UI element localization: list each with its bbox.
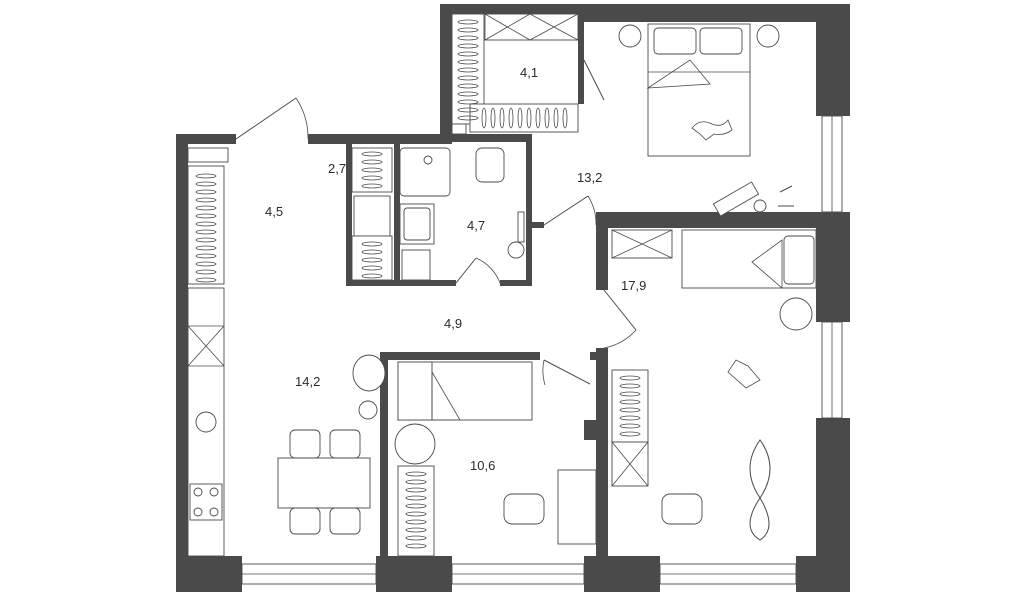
shelf-marker (481, 107, 487, 129)
area-label-bathroom: 4,7 (467, 218, 485, 233)
shelf-marker (457, 19, 479, 25)
shelf-marker (499, 107, 505, 129)
shelf-marker (457, 107, 479, 113)
shelf-marker (405, 543, 427, 549)
shelf-marker (195, 269, 217, 275)
shelf-marker (405, 471, 427, 477)
shelf-marker (361, 249, 383, 255)
shelf-marker (195, 253, 217, 259)
shelf-marker (490, 107, 496, 129)
doors (235, 59, 637, 386)
shelf-marker (361, 273, 383, 279)
shelf-marker (361, 151, 383, 157)
shelf-marker (457, 115, 479, 121)
shelf-marker (457, 59, 479, 65)
shelf-marker (457, 67, 479, 73)
shelf-marker (619, 415, 641, 421)
shelf-marker (361, 257, 383, 263)
shelf-marker (405, 487, 427, 493)
shelf-marker (508, 107, 514, 129)
shelf-marker (195, 245, 217, 251)
shelf-marker (195, 197, 217, 203)
shelf-marker (361, 241, 383, 247)
shelf-marker (361, 265, 383, 271)
shelf-marker (457, 99, 479, 105)
shelf-marker (195, 205, 217, 211)
shelf-marker (195, 221, 217, 227)
area-label-corridor: 4,9 (444, 316, 462, 331)
windows (241, 115, 843, 585)
shelf-marker (526, 107, 532, 129)
shelf-marker (619, 383, 641, 389)
area-label-storage: 2,7 (328, 161, 346, 176)
shelf-marker (619, 375, 641, 381)
shelf-marker (457, 83, 479, 89)
shelf-marker (457, 51, 479, 57)
shelf-marker (405, 527, 427, 533)
shelf-marker (619, 431, 641, 437)
shelf-marker (405, 535, 427, 541)
shelf-marker (517, 107, 523, 129)
shelf-marker (195, 277, 217, 283)
area-label-bedroom-small: 10,6 (470, 458, 495, 473)
shelf-marker (195, 237, 217, 243)
shelf-marker (535, 107, 541, 129)
shelf-marker (562, 107, 568, 129)
shelf-marker (405, 519, 427, 525)
shelf-marker (457, 91, 479, 97)
shelf-marker (405, 479, 427, 485)
walls (176, 4, 850, 592)
shelf-marker (553, 107, 559, 129)
shelf-marker (619, 423, 641, 429)
shelf-marker (195, 181, 217, 187)
shelf-marker (457, 75, 479, 81)
area-labels: 4,1 13,2 4,5 2,7 4,7 4,9 14,2 10,6 17,9 (265, 65, 646, 473)
area-label-bedroom-master: 13,2 (577, 170, 602, 185)
shelf-marker (619, 407, 641, 413)
area-label-wardrobe: 4,1 (520, 65, 538, 80)
shelf-marker (619, 391, 641, 397)
area-label-hall-entry: 4,5 (265, 204, 283, 219)
shelf-marker (544, 107, 550, 129)
shelf-marker (195, 229, 217, 235)
shelf-marker (361, 167, 383, 173)
shelf-marker (457, 27, 479, 33)
shelf-marker (361, 183, 383, 189)
shelf-marker (457, 43, 479, 49)
wardrobe-furniture (451, 13, 579, 135)
shelf-marker (405, 511, 427, 517)
shelf-marker (195, 189, 217, 195)
shelf-marker (195, 261, 217, 267)
kitchen-furniture (187, 287, 386, 557)
shelf-marker (195, 173, 217, 179)
area-label-kids-room: 17,9 (621, 278, 646, 293)
shelf-marker (457, 35, 479, 41)
shelf-marker (619, 399, 641, 405)
shelf-marker (195, 213, 217, 219)
master-bedroom-furniture (618, 23, 794, 217)
shelf-marker (405, 503, 427, 509)
shelf-marker (405, 495, 427, 501)
small-bedroom-furniture (394, 361, 597, 557)
kids-room-furniture (611, 229, 817, 541)
shelf-marker (361, 175, 383, 181)
hall-furniture (187, 147, 525, 285)
area-label-kitchen-living: 14,2 (295, 374, 320, 389)
shelf-marker (361, 159, 383, 165)
